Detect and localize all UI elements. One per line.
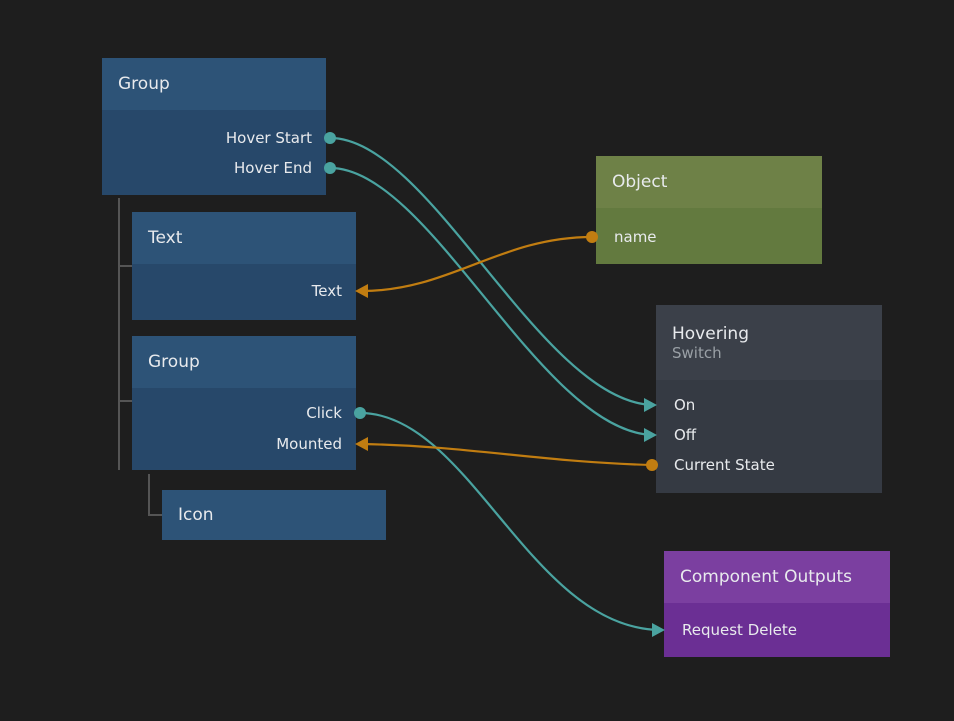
port-label: Text (311, 282, 342, 300)
edge-click-to-request[interactable] (358, 411, 662, 632)
port-on[interactable]: On (674, 395, 695, 415)
port-hover-start[interactable]: Hover Start (226, 128, 312, 148)
port-label: Request Delete (682, 621, 797, 639)
tree-line-branch-text (118, 265, 132, 267)
port-off[interactable]: Off (674, 425, 696, 445)
node-header[interactable]: Text (132, 212, 356, 264)
node-subtitle: Switch (672, 343, 722, 362)
node-body (664, 603, 890, 657)
node-title: Group (118, 74, 170, 94)
port-request-delete[interactable]: Request Delete (682, 620, 797, 640)
port-mounted[interactable]: Mounted (276, 434, 342, 454)
node-body (656, 380, 882, 493)
node-header[interactable]: Component Outputs (664, 551, 890, 603)
node-header[interactable]: Object (596, 156, 822, 208)
port-label: Hover End (233, 159, 312, 177)
node-header[interactable]: Group (132, 336, 356, 388)
node-body (132, 388, 356, 470)
port-name[interactable]: name (614, 227, 657, 247)
node-header[interactable]: Icon (162, 490, 386, 540)
node-object-node[interactable]: Object name (596, 156, 822, 264)
node-title: Text (148, 228, 183, 248)
port-click[interactable]: Click (306, 403, 342, 423)
node-title: Group (148, 352, 200, 372)
tree-line-branch-group (118, 400, 132, 402)
node-title: Component Outputs (680, 567, 853, 587)
tree-line-trunk-group (148, 474, 150, 515)
port-hover-end[interactable]: Hover End (234, 158, 312, 178)
node-body (102, 110, 326, 195)
node-header[interactable]: Group (102, 58, 326, 110)
edge-name-to-text[interactable] (360, 235, 594, 293)
port-label: Click (306, 404, 342, 422)
port-label: Current State (674, 456, 775, 474)
port-label: Mounted (276, 435, 342, 453)
port-label: name (614, 228, 657, 246)
node-body (132, 264, 356, 320)
port-label: Hover Start (225, 129, 312, 147)
port-label: On (674, 396, 696, 414)
port-label: Off (674, 426, 697, 444)
node-icon-node[interactable]: Icon (162, 490, 386, 540)
node-title: Object (612, 172, 668, 192)
port-marker-text[interactable] (355, 284, 368, 298)
node-title: Hovering (672, 323, 749, 344)
port-text[interactable]: Text (312, 281, 342, 301)
port-current-state[interactable]: Current State (674, 455, 775, 475)
node-title: Icon (178, 505, 214, 525)
edge-state-to-mounted[interactable] (360, 442, 654, 467)
tree-line-trunk-root (118, 198, 120, 470)
tree-line-branch-icon (148, 514, 162, 516)
port-marker-mounted[interactable] (355, 437, 368, 451)
